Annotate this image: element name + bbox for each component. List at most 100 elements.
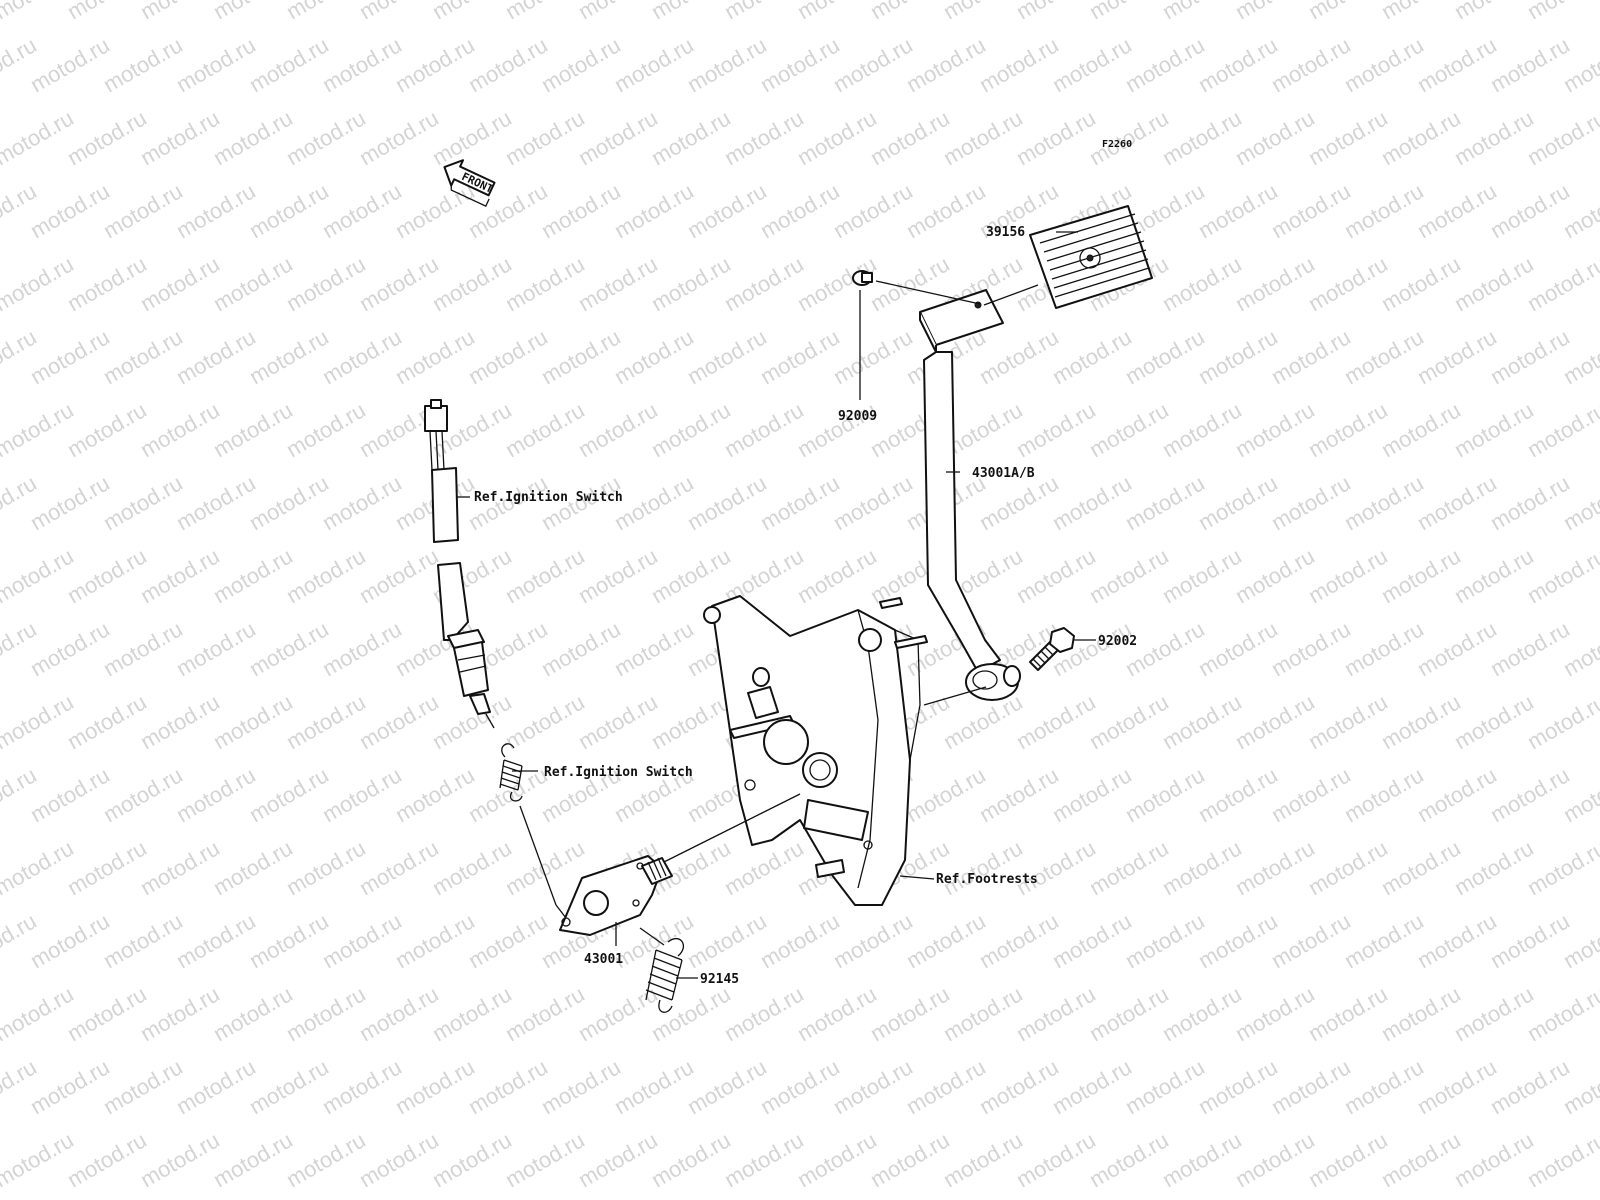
watermark-text: motod.ru [501, 1127, 589, 1192]
watermark-text: motod.ru [1048, 32, 1136, 97]
watermark-text: motod.ru [209, 543, 297, 608]
watermark-text: motod.ru [1085, 835, 1173, 900]
watermark-text: motod.ru [0, 397, 78, 462]
watermark-text: motod.ru [63, 397, 151, 462]
watermark-text: motod.ru [172, 324, 260, 389]
watermark-text: motod.ru [1012, 105, 1100, 170]
watermark-text: motod.ru [318, 616, 406, 681]
watermark-text: motod.ru [1377, 251, 1465, 316]
watermark-text: motod.ru [1231, 397, 1319, 462]
watermark-text: motod.ru [99, 616, 187, 681]
watermark-text: motod.ru [610, 470, 698, 535]
watermark-text: motod.ru [1486, 32, 1574, 97]
watermark-text: motod.ru [1085, 543, 1173, 608]
watermark-text: motod.ru [136, 397, 224, 462]
watermark-text: motod.ru [245, 908, 333, 973]
watermark-text: motod.ru [1450, 543, 1538, 608]
watermark-text: motod.ru [902, 32, 990, 97]
brake-pedal-arm-part [919, 289, 1021, 701]
watermark-text: motod.ru [1231, 689, 1319, 754]
watermark-text: motod.ru [975, 908, 1063, 973]
watermark-text: motod.ru [1523, 981, 1600, 1046]
watermark-text: motod.ru [756, 1054, 844, 1119]
watermark-text: motod.ru [1486, 470, 1574, 535]
watermark-text: motod.ru [975, 762, 1063, 827]
watermark-text: motod.ru [282, 1127, 370, 1192]
watermark-text: motod.ru [975, 324, 1063, 389]
watermark-text: motod.ru [574, 689, 662, 754]
watermark-text: motod.ru [0, 981, 78, 1046]
watermark-text: motod.ru [1267, 908, 1355, 973]
watermark-text: motod.ru [610, 324, 698, 389]
watermark-text: motod.ru [902, 1054, 990, 1119]
watermark-text: motod.ru [975, 1054, 1063, 1119]
watermark-text: motod.ru [975, 32, 1063, 97]
watermark-text: motod.ru [1340, 762, 1428, 827]
watermark-text: motod.ru [683, 178, 771, 243]
watermark-text: motod.ru [501, 835, 589, 900]
watermark-text: motod.ru [1413, 762, 1501, 827]
watermark-text: motod.ru [355, 251, 443, 316]
watermark-text: motod.ru [1413, 616, 1501, 681]
watermark-text: motod.ru [501, 689, 589, 754]
watermark-text: motod.ru [1194, 470, 1282, 535]
watermark-text: motod.ru [63, 1127, 151, 1192]
watermark-text: motod.ru [1304, 835, 1392, 900]
callout-39156: 39156 [986, 225, 1025, 240]
watermark-text: motod.ru [683, 908, 771, 973]
watermark-text: motod.ru [1048, 908, 1136, 973]
watermark-text: motod.ru [1523, 251, 1600, 316]
watermark-text: motod.ru [1523, 689, 1600, 754]
watermark-text: motod.ru [1523, 1127, 1600, 1192]
watermark-text: motod.ru [391, 324, 479, 389]
watermark-text: motod.ru [537, 1054, 625, 1119]
watermark-text: motod.ru [1413, 908, 1501, 973]
watermark-text: motod.ru [318, 908, 406, 973]
watermark-text: motod.ru [793, 543, 881, 608]
watermark-text: motod.ru [610, 178, 698, 243]
watermark-text: motod.ru [1340, 324, 1428, 389]
callout-ref-ignition-switch-spring: Ref.Ignition Switch [544, 765, 693, 780]
watermark-text: motod.ru [99, 762, 187, 827]
watermark-text: motod.ru [1231, 1127, 1319, 1192]
switch-spring-part [499, 743, 567, 919]
watermark-text: motod.ru [647, 1127, 735, 1192]
watermark-text: motod.ru [756, 324, 844, 389]
watermark-text: motod.ru [720, 105, 808, 170]
watermark-text: motod.ru [209, 835, 297, 900]
watermark-text: motod.ru [136, 689, 224, 754]
watermark-text: motod.ru [1158, 835, 1246, 900]
watermark-text: motod.ru [793, 397, 881, 462]
watermark-text: motod.ru [501, 397, 589, 462]
watermark-text: motod.ru [245, 616, 333, 681]
watermark-text: motod.ru [1121, 908, 1209, 973]
watermark-text: motod.ru [1158, 689, 1246, 754]
watermark-text: motod.ru [501, 543, 589, 608]
watermark-text: motod.ru [1194, 762, 1282, 827]
watermark-text: motod.ru [209, 981, 297, 1046]
watermark-text: motod.ru [1523, 397, 1600, 462]
watermark-text: motod.ru [683, 324, 771, 389]
callout-ref-ignition-switch-wire: Ref.Ignition Switch [474, 490, 623, 505]
watermark-text: motod.ru [647, 397, 735, 462]
watermark-text: motod.ru [1085, 1127, 1173, 1192]
watermark-text: motod.ru [318, 324, 406, 389]
watermark-text: motod.ru [318, 1054, 406, 1119]
watermark-text: motod.ru [1523, 543, 1600, 608]
watermark-text: motod.ru [1377, 689, 1465, 754]
watermark-text: motod.ru [1231, 543, 1319, 608]
watermark-text: motod.ru [793, 105, 881, 170]
watermark-text: motod.ru [1340, 32, 1428, 97]
watermark-text: motod.ru [1158, 105, 1246, 170]
watermark-text: motod.ru [355, 689, 443, 754]
watermark-text: motod.ru [355, 835, 443, 900]
watermark-text: motod.ru [1048, 762, 1136, 827]
watermark-text: motod.ru [1377, 105, 1465, 170]
watermark-text: motod.ru [1340, 1054, 1428, 1119]
watermark-text: motod.ru [683, 32, 771, 97]
watermark-text: motod.ru [1231, 835, 1319, 900]
watermark-text: motod.ru [391, 178, 479, 243]
watermark-text: motod.ru [1085, 689, 1173, 754]
watermark-text: motod.ru [1012, 981, 1100, 1046]
watermark-text: motod.ru [26, 1054, 114, 1119]
